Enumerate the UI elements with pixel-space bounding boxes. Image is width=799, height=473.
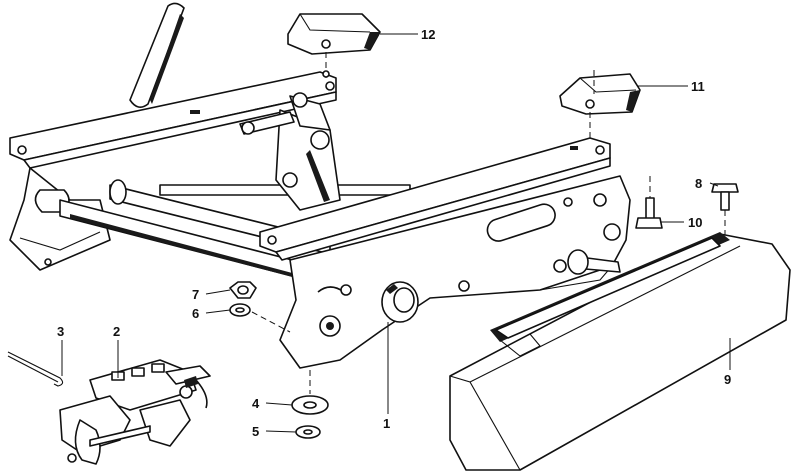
callout-8: 8	[695, 176, 702, 191]
callout-2: 2	[113, 324, 120, 339]
callout-9: 9	[724, 372, 731, 387]
callout-6: 6	[192, 306, 199, 321]
callout-12: 12	[421, 27, 435, 42]
callout-11: 11	[691, 79, 705, 94]
bolt-8	[711, 183, 739, 240]
washer-5	[295, 425, 321, 439]
callout-10: 10	[688, 215, 702, 230]
side-plate	[279, 175, 631, 369]
callout-3: 3	[57, 324, 64, 339]
callout-7: 7	[192, 287, 199, 302]
center-linkage	[239, 92, 341, 211]
left-seat-rail	[9, 71, 337, 169]
rod-3	[7, 351, 64, 387]
trim-cover-9	[449, 232, 791, 471]
adjustment-lever	[129, 2, 185, 108]
latch-mechanism-2	[59, 359, 211, 465]
callout-1: 1	[383, 416, 390, 431]
washer-6	[229, 303, 291, 333]
mount-bracket-11	[559, 70, 641, 140]
right-seat-rail	[259, 137, 611, 261]
washer-4	[291, 370, 329, 415]
bolt-10	[635, 176, 663, 229]
mount-bracket-12	[287, 13, 381, 78]
callout-4: 4	[252, 396, 260, 411]
nut-7	[229, 281, 257, 299]
left-front-bracket	[9, 167, 111, 271]
adjuster-knob	[381, 249, 621, 323]
callout-5: 5	[252, 424, 259, 439]
callout-labels: 12 11 8 10 9 7 6 4 5 1 3 2	[57, 27, 731, 439]
leader-lines	[61, 33, 731, 433]
